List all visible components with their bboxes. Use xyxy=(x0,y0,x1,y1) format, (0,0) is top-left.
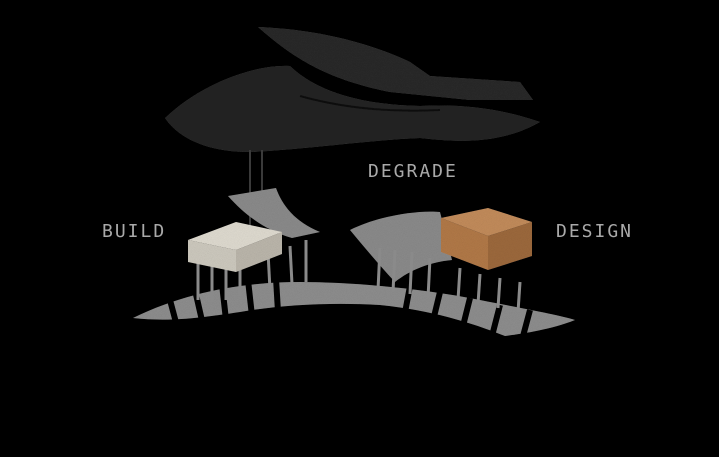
design-label: DESIGN xyxy=(556,222,633,242)
degrade-label: DEGRADE xyxy=(368,162,458,182)
build-label: BUILD xyxy=(102,222,166,242)
design-block xyxy=(441,208,532,270)
degrade-shards xyxy=(165,27,540,152)
grey-fragment-right xyxy=(350,212,452,282)
